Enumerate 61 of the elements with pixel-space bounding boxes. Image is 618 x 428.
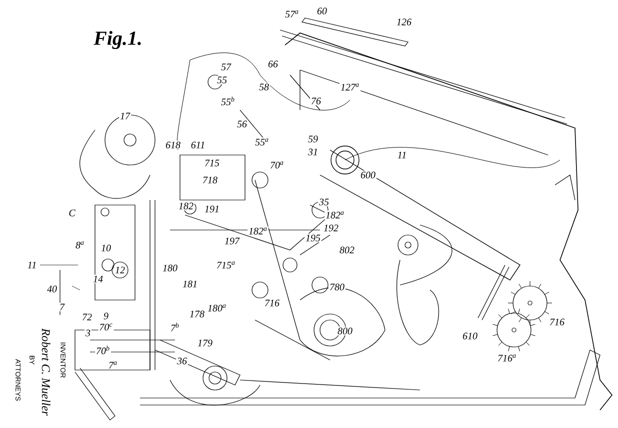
callout-number: 182$^{a}$: [324, 210, 346, 220]
callout-number: 195: [304, 234, 322, 242]
callout-number: 178: [188, 310, 206, 318]
callout-number: 600: [360, 170, 376, 180]
callout-number: 182$^{a}$: [248, 226, 268, 236]
callout-number: 72: [81, 312, 93, 322]
callout-number: 7: [58, 302, 66, 312]
callout-number: 17: [119, 112, 131, 120]
callout-number: 8$^{a}$: [74, 240, 86, 250]
callout-number: 127$^{a}$: [340, 82, 360, 92]
callout-number: 76: [310, 96, 322, 106]
callout-number: 716$^{a}$: [496, 354, 518, 362]
callout-number: 55$^{a}$: [254, 138, 270, 146]
callout-number: 802: [338, 246, 356, 254]
callout-number: 716: [548, 318, 566, 326]
callout-number: 70$^{b}$: [95, 344, 111, 356]
callout-number: 7$^{b}$: [170, 322, 180, 332]
callout-number: 31: [307, 148, 319, 156]
callout-number: 11: [26, 260, 38, 270]
callout-number: 36: [176, 356, 188, 366]
callout-number: 66: [267, 60, 279, 68]
callout-number: C: [68, 208, 76, 218]
callout-number: 57: [220, 62, 232, 72]
callout-number: 181: [182, 280, 198, 288]
callout-number: 126: [396, 18, 412, 26]
callout-number: 197: [224, 236, 240, 246]
callout-number: 14: [92, 274, 104, 284]
callout-number: 3: [84, 328, 92, 338]
figure-title: Fig.1.: [94, 30, 141, 50]
callout-number: 11: [396, 150, 408, 160]
callout-number: 70$^{c}$: [98, 322, 114, 332]
callout-number: 718: [202, 176, 218, 184]
callout-number: 40: [46, 284, 58, 294]
signature-text: Robert C. Mueller: [42, 328, 50, 416]
callout-number: 179: [196, 338, 214, 348]
callout-number: 56: [236, 120, 248, 128]
callout-number: 57$^{a}$: [284, 10, 300, 18]
callout-number: 10: [100, 244, 112, 252]
callout-number: 9: [102, 312, 110, 320]
callout-number: 715$^{a}$: [216, 260, 236, 270]
callout-number: 70$^{a}$: [269, 160, 285, 170]
callout-number: 55: [216, 76, 228, 84]
callout-number: 60: [316, 6, 328, 16]
callout-number: 611: [190, 140, 206, 150]
callout-number: 191: [204, 204, 220, 214]
callout-number: 7$^{a}$: [108, 360, 118, 370]
callout-number: 715: [204, 158, 220, 168]
callout-number: 716: [264, 298, 280, 308]
callout-number: 800: [336, 326, 354, 336]
callout-number: 59: [307, 134, 319, 144]
callout-number: 35: [318, 198, 330, 206]
callout-number: 610: [462, 332, 478, 340]
callout-number: 182: [178, 202, 194, 210]
callout-number: 58: [258, 82, 270, 92]
callout-number: 780: [328, 282, 346, 292]
callout-number: 192: [322, 224, 340, 232]
callout-number: 12: [114, 266, 126, 274]
callout-number: 180$^{a}$: [206, 304, 228, 312]
callout-number: 618: [164, 140, 182, 150]
callout-number: 180: [162, 264, 178, 272]
callout-number: 55$^{b}$: [220, 96, 236, 106]
